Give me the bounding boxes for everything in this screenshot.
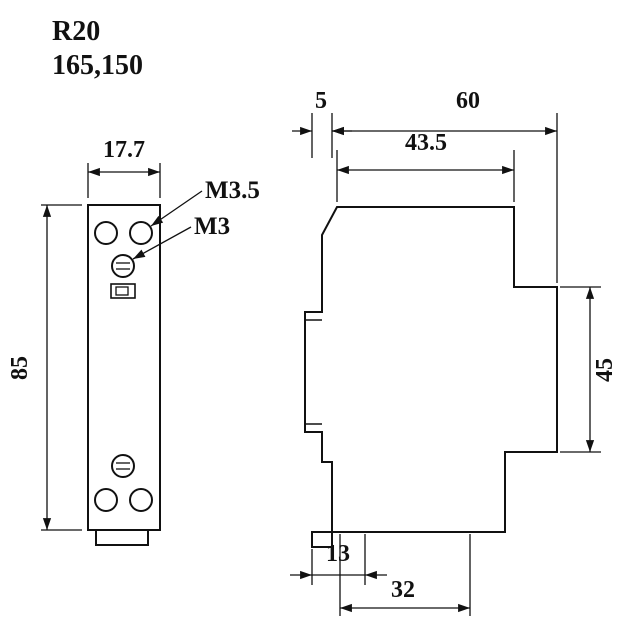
bottom-width-dim-label: 32 — [391, 577, 415, 603]
leader-line-m3 — [132, 226, 192, 260]
side-foot — [311, 531, 333, 548]
terminal-screw-bottom-left — [94, 488, 118, 512]
terminal-screw-bottom-right — [129, 488, 153, 512]
m3-screw-bottom — [111, 454, 135, 478]
m3-screw-top — [111, 254, 135, 278]
front-foot — [95, 529, 149, 546]
front-view: 17.7 85 M3.5 M3 — [7, 137, 260, 546]
clip-depth-dim-label: 5 — [315, 88, 327, 114]
title-block: R20 165,150 — [52, 16, 143, 81]
m3-label: M3 — [194, 213, 230, 240]
side-view: 5 60 43.5 45 13 32 — [290, 88, 618, 616]
front-height-dim-label: 85 — [7, 356, 33, 380]
rail-height-dim-label: 45 — [592, 358, 618, 382]
indicator-window — [110, 283, 136, 299]
m35-label: M3.5 — [205, 177, 260, 204]
front-body — [87, 204, 161, 531]
total-depth-dim-label: 60 — [456, 88, 480, 114]
side-profile — [304, 206, 558, 533]
front-width-dim-label: 17.7 — [103, 137, 145, 163]
type-code-label: 165,150 — [52, 50, 143, 81]
top-depth-dim-label: 43.5 — [405, 130, 447, 156]
bottom-offset-dim-label: 13 — [326, 541, 350, 567]
leader-line-m35 — [150, 190, 203, 227]
terminal-screw-top-right — [129, 221, 153, 245]
indicator-window-inner — [115, 286, 129, 296]
terminal-screw-top-left — [94, 221, 118, 245]
model-label: R20 — [52, 16, 100, 47]
